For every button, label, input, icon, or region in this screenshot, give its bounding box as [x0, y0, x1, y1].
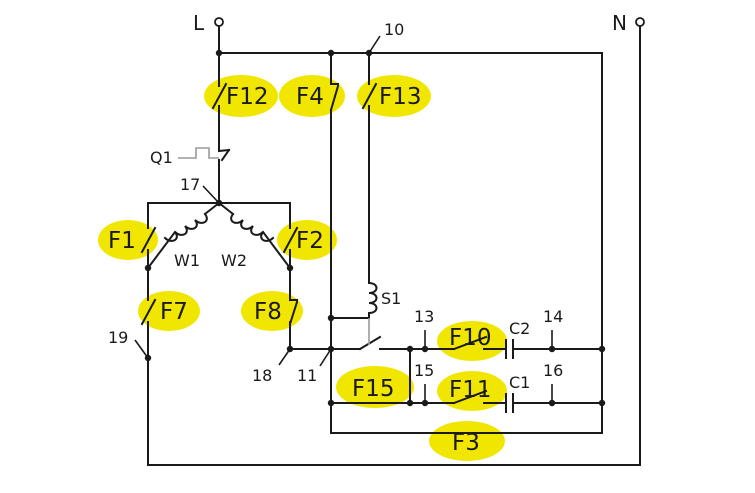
- label-node-13: 13: [414, 307, 434, 326]
- label-c2: C2: [509, 319, 530, 338]
- highlight-layer: [98, 75, 507, 461]
- label-f13: F13: [379, 84, 422, 110]
- label-node-11: 11: [297, 366, 317, 385]
- label-q1: Q1: [150, 148, 173, 167]
- highlight-f4: [279, 75, 345, 117]
- label-c1: C1: [509, 373, 530, 392]
- highlight-f10: [437, 321, 507, 361]
- junction-dots: [144, 49, 606, 407]
- label-f8: F8: [254, 299, 282, 325]
- label-f12: F12: [226, 84, 269, 110]
- label-w1: W1: [174, 251, 200, 270]
- label-node-15: 15: [414, 361, 434, 380]
- highlight-f11: [437, 371, 507, 411]
- label-f15: F15: [352, 376, 395, 402]
- terminal-circles: [214, 17, 645, 27]
- label-f7: F7: [160, 299, 188, 325]
- highlight-f2: [277, 220, 337, 260]
- label-line: L: [193, 11, 205, 35]
- label-f10: F10: [449, 325, 492, 351]
- label-terminal-10: 10: [384, 20, 404, 39]
- label-f11: F11: [449, 377, 492, 403]
- terminal-n: [635, 17, 645, 27]
- label-f4: F4: [296, 84, 324, 110]
- terminal-l: [214, 17, 224, 27]
- label-node-16: 16: [543, 361, 563, 380]
- labels: L N 10 F12 F4 F13 F1 F2 F7 F8 F10 F15 F1…: [108, 11, 627, 456]
- highlight-f8: [241, 291, 303, 331]
- label-f2: F2: [296, 228, 324, 254]
- label-node-17: 17: [180, 175, 200, 194]
- label-f3: F3: [452, 430, 480, 456]
- label-node-14: 14: [543, 307, 563, 326]
- label-node-18: 18: [252, 366, 272, 385]
- label-neutral: N: [612, 11, 627, 35]
- highlight-f15: [336, 366, 414, 408]
- highlight-f3: [429, 421, 505, 461]
- label-w2: W2: [221, 251, 247, 270]
- label-f1: F1: [108, 228, 136, 254]
- label-node-19: 19: [108, 328, 128, 347]
- label-s1: S1: [381, 289, 401, 308]
- highlight-f12: [204, 75, 278, 117]
